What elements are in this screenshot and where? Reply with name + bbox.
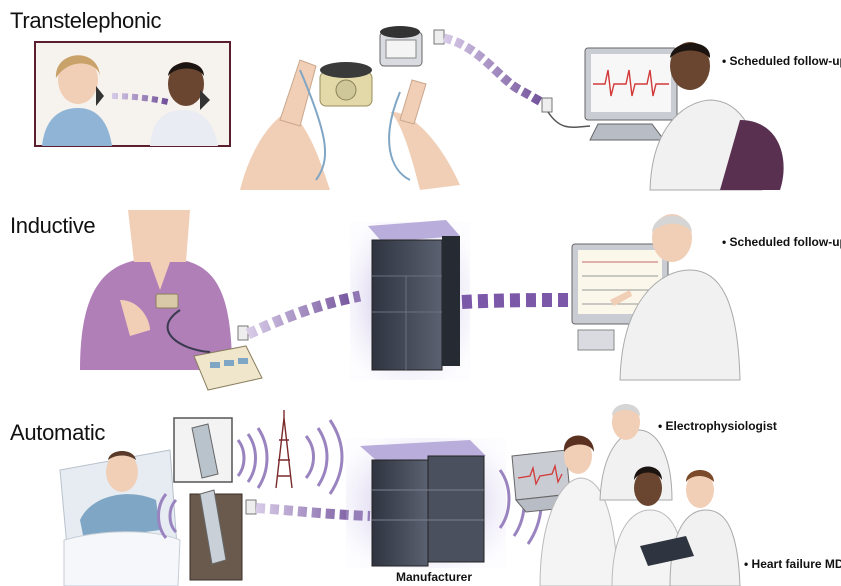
row-title-inductive: Inductive [10, 213, 96, 238]
bedside-transmitter [189, 489, 243, 581]
phone-transmitter [240, 59, 460, 190]
telephone-icon [379, 26, 423, 67]
server-rack-icon [350, 220, 470, 380]
bedside-monitor-inset [173, 417, 233, 483]
wall-jack [237, 325, 249, 341]
server-caption: Manufacturer [396, 570, 473, 584]
note-scheduled-follow-up-2: • Scheduled follow-up [722, 235, 841, 249]
row-title-transtelephonic: Transtelephonic [10, 8, 162, 33]
cell-tower-icon [275, 410, 293, 489]
monitor-icon [584, 47, 678, 141]
signal-stream [245, 290, 362, 340]
wireless-waves-tower [304, 419, 344, 495]
wall-jack [245, 499, 257, 515]
physician-figure [610, 214, 741, 381]
wall-jack [541, 97, 553, 113]
patient-figure [80, 210, 232, 370]
signal-stream [461, 293, 579, 309]
phone-call-inset [34, 41, 231, 147]
wall-jack [433, 29, 445, 45]
physician-figure [649, 42, 784, 191]
heart-failure-team-figures [611, 466, 741, 586]
signal-stream [442, 33, 548, 109]
wireless-waves-left [157, 427, 269, 539]
magnet-programmer-icon [166, 309, 263, 391]
row-title-automatic: Automatic [10, 420, 106, 445]
note-heart-failure-md: • Heart failure MD [744, 557, 841, 571]
note-electrophysiologist: • Electrophysiologist [658, 419, 777, 433]
note-scheduled-follow-up-1: • Scheduled follow-up [722, 54, 841, 68]
server-rack-icon [346, 438, 506, 568]
patient-in-bed [59, 449, 181, 586]
